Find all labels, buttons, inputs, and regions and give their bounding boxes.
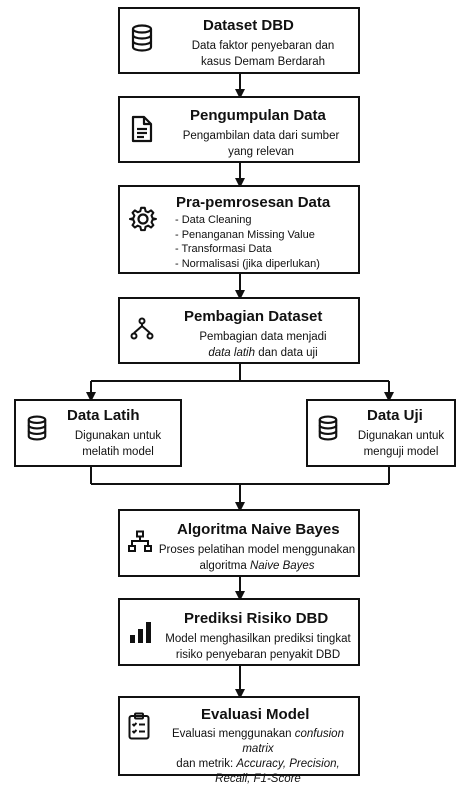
list-item: - Normalisasi (jika diperlukan) (175, 257, 320, 270)
node-data-uji: Data Uji Digunakan untuk menguji model (306, 399, 456, 467)
node-title: Pra-pemrosesan Data (176, 194, 331, 211)
italic-term: Naive Bayes (249, 560, 315, 572)
list-item: - Transformasi Data (175, 243, 272, 255)
desc-line: Proses pelatihan model menggunakan (158, 544, 356, 556)
bar-chart-icon (129, 620, 153, 644)
desc-line: Pengambilan data dari sumber (182, 130, 340, 142)
document-icon (131, 115, 153, 143)
split-icon (130, 317, 154, 341)
list-item: - Data Cleaning (175, 214, 252, 226)
desc-line: algoritma Naive Bayes (154, 558, 360, 574)
desc-line: melatih model (82, 446, 154, 458)
node-title: Evaluasi Model (201, 706, 310, 723)
node-data-latih: Data Latih Digunakan untuk melatih model (14, 399, 182, 467)
node-title: Data Uji (367, 407, 423, 424)
desc-text: dan metrik: (176, 758, 237, 770)
hierarchy-icon (128, 530, 152, 554)
node-description: Proses pelatihan model menggunakan algor… (154, 542, 360, 574)
desc-text: algoritma (199, 560, 250, 572)
node-prediksi-risiko-dbd: Prediksi Risiko DBD Model menghasilkan p… (118, 598, 360, 666)
list-item: - Penanganan Missing Value (175, 228, 315, 241)
node-pengumpulan-data: Pengumpulan Data Pengambilan data dari s… (118, 96, 360, 163)
italic-term: confusion matrix (242, 728, 344, 755)
database-icon (26, 415, 48, 441)
database-icon (130, 24, 154, 52)
node-description: Evaluasi menggunakan confusion matrix da… (156, 727, 360, 787)
desc-line: Model menghasilkan prediksi tingkat (165, 633, 351, 645)
node-evaluasi-model: Evaluasi Model Evaluasi menggunakan conf… (118, 696, 360, 785)
italic-term: Recall, F1-Score (215, 773, 301, 785)
desc-line: yang relevan (228, 146, 294, 158)
database-icon (317, 415, 339, 441)
desc-line: Data faktor penyebaran dan (191, 40, 335, 52)
node-title: Prediksi Risiko DBD (184, 610, 329, 627)
node-item-list: - Data Cleaning - Penanganan Missing Val… (175, 213, 359, 271)
desc-line: Pembagian data menjadi (199, 331, 327, 343)
desc-line: menguji model (363, 446, 439, 458)
node-algoritma-naive-bayes: Algoritma Naive Bayes Proses pelatihan m… (118, 509, 360, 577)
node-description: Pengambilan data dari sumber yang releva… (164, 128, 358, 160)
node-title: Dataset DBD (203, 17, 294, 34)
desc-line: risiko penyebaran penyakit DBD (175, 649, 341, 661)
desc-line: kasus Demam Berdarah (201, 56, 325, 68)
desc-line: Digunakan untuk (74, 430, 162, 442)
desc-line: Evaluasi menggunakan confusion matrix (156, 727, 360, 757)
node-description: Model menghasilkan prediksi tingkat risi… (156, 631, 360, 663)
node-title: Pengumpulan Data (190, 107, 326, 124)
desc-line: Recall, F1-Score (156, 772, 360, 787)
desc-line: data latih dan data uji (168, 345, 358, 361)
italic-term: data latih (208, 347, 255, 359)
node-dataset-dbd: Dataset DBD Data faktor penyebaran dan k… (118, 7, 360, 74)
node-description: Digunakan untuk melatih model (56, 428, 180, 460)
italic-term: Accuracy, Precision, (236, 758, 340, 770)
node-description: Data faktor penyebaran dan kasus Demam B… (170, 38, 356, 70)
desc-line: dan metrik: Accuracy, Precision, (156, 757, 360, 772)
desc-text: Evaluasi menggunakan (172, 728, 295, 740)
gear-icon (129, 205, 157, 233)
desc-text: dan data uji (255, 347, 318, 359)
node-title: Algoritma Naive Bayes (177, 521, 340, 538)
desc-line: Digunakan untuk (357, 430, 445, 442)
clipboard-checklist-icon (128, 712, 150, 740)
node-description: Pembagian data menjadi data latih dan da… (168, 329, 358, 361)
node-pra-pemrosesan-data: Pra-pemrosesan Data - Data Cleaning - Pe… (118, 185, 360, 274)
node-description: Digunakan untuk menguji model (346, 428, 456, 460)
node-title: Pembagian Dataset (184, 308, 323, 325)
node-pembagian-dataset: Pembagian Dataset Pembagian data menjadi… (118, 297, 360, 364)
node-title: Data Latih (67, 407, 140, 424)
